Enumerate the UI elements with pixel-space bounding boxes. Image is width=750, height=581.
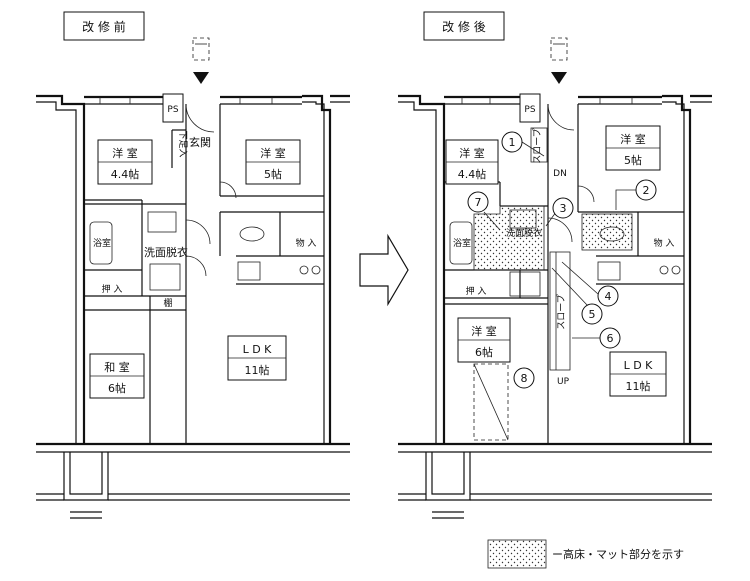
after-stove-2 [671,265,681,275]
callout-5: 5 [551,267,603,325]
after-title-box [423,11,505,41]
after-bed-outline [473,363,509,441]
after-toilet [599,226,625,242]
after-washbasin [509,209,537,229]
after-western-a-size: 4.4帖 [458,168,487,181]
svg-text:4: 4 [605,290,612,303]
before-washroom: 洗面脱衣 [144,245,188,259]
before-washer-pan [149,263,181,291]
after-ldk-name: L D K [624,359,654,372]
before-interior [84,97,324,444]
before-ps: PS [167,105,178,115]
callout-3: 3 [545,197,574,227]
after-ldk-size: 11帖 [626,380,651,393]
before-washbasin [147,211,177,233]
after-washer-pan [509,271,541,297]
after-walls [398,93,712,519]
before-ldk-name: L D K [243,343,273,356]
callout-8: 8 [513,367,535,389]
before-western-a-name: 洋 室 [112,146,138,160]
before-title-box [63,11,145,41]
before-entrance: 玄関 [189,135,211,149]
before-plan: 改 修 前 [36,11,350,519]
transition-arrow [359,233,409,307]
svg-text:6: 6 [607,332,614,345]
before-bath: 浴室 [93,237,111,249]
after-western-a-name: 洋 室 [459,146,485,160]
svg-text:7: 7 [475,196,482,209]
before-walls [36,93,350,519]
before-title: 改 修 前 [82,19,126,34]
svg-text:3: 3 [560,202,567,215]
before-japanese-size: 6帖 [108,382,126,395]
before-western-a-size: 4.4帖 [111,168,140,181]
after-raised-washroom [473,205,545,271]
before-shoe: 下足入 [177,130,188,157]
legend-text: ー高床・マット部分を示す [552,547,684,561]
before-bathtub [89,221,113,265]
after-storage: 物 入 [654,237,675,249]
before-closet: 押 入 [102,283,123,295]
after-kitchen-sink [597,261,621,281]
after-up: UP [557,377,570,387]
svg-text:8: 8 [521,372,528,385]
callout-2: 2 [615,179,657,210]
svg-text:5: 5 [589,308,596,321]
after-western-c-name: 洋 室 [471,324,497,338]
after-interior [444,97,684,444]
svg-text:1: 1 [509,136,516,149]
before-stove-2 [311,265,321,275]
after-title: 改 修 後 [442,19,486,34]
after-callouts: 1 2 3 4 5 [467,131,657,389]
after-dn: DN [553,169,567,179]
svg-text:2: 2 [643,184,650,197]
before-toilet [239,226,265,242]
before-ldk-size: 11帖 [245,364,270,377]
after-western-b-size: 5帖 [624,154,642,167]
callout-1: 1 [501,131,545,157]
after-slope-mid-label: スロープ [556,294,567,329]
callout-7: 7 [467,191,501,231]
after-ps-box [519,93,541,123]
after-labels: 洋 室 4.4帖 洋 室 5帖 PS 浴室 洗面脱衣 物 入 押 入 洋 室 6… [445,105,675,397]
after-slope-top-label: スロープ [532,128,543,163]
after-washroom: 洗面脱衣 [506,227,542,239]
before-western-b-size: 5帖 [264,168,282,181]
before-entry-arrow [192,37,210,84]
before-shelf: 棚 [163,297,172,309]
after-closet: 押 入 [466,285,487,297]
after-slope-top [530,127,548,163]
before-japanese-name: 和 室 [104,360,130,374]
after-bathtub [449,221,473,265]
after-bath: 浴室 [453,237,471,249]
callout-6: 6 [572,327,621,349]
before-labels: 洋 室 4.4帖 洋 室 5帖 玄関 下足入 PS 浴室 洗面脱衣 物 入 押 … [89,105,317,399]
after-ps: PS [524,105,535,115]
before-ps-box [162,93,184,123]
legend-swatch [487,539,547,569]
after-plan: 改 修 後 [398,11,712,519]
before-stove [299,265,309,275]
after-western-b-name: 洋 室 [620,132,646,146]
after-raised-toilet [581,213,633,251]
after-entry-arrow [550,37,568,84]
after-western-c-size: 6帖 [475,346,493,359]
before-western-b-name: 洋 室 [260,146,286,160]
after-stove [659,265,669,275]
before-storage: 物 入 [296,237,317,249]
legend: ー高床・マット部分を示す [487,539,684,569]
before-kitchen-sink [237,261,261,281]
after-slope-corridor [549,251,571,371]
callout-4: 4 [561,261,619,307]
